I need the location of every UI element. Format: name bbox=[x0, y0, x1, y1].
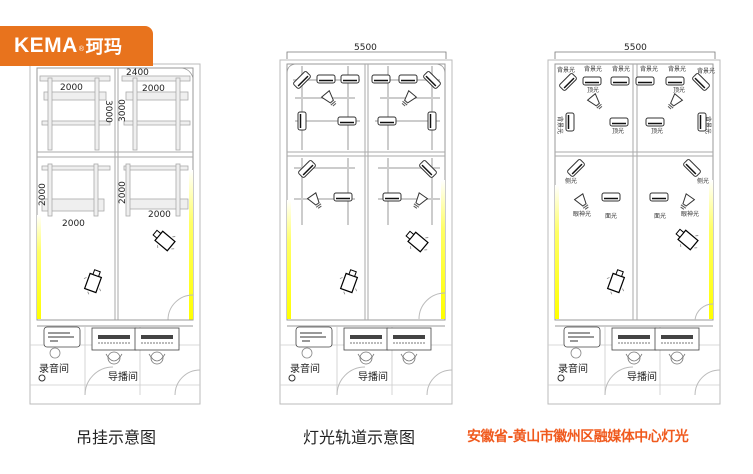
label-side-light: 侧光 bbox=[697, 177, 709, 185]
label-side-light: 侧光 bbox=[565, 177, 577, 185]
panel-lights: 5500 背景光 背景光 bbox=[547, 43, 721, 405]
dim-3000-a: 3000 bbox=[103, 100, 113, 123]
label-back-light: 背景光 bbox=[704, 116, 712, 134]
label-top-light: 顶光 bbox=[612, 127, 624, 135]
label-back-light: 背景光 bbox=[584, 65, 602, 73]
dim-5500: 5500 bbox=[624, 43, 647, 53]
label-top-light: 顶光 bbox=[587, 86, 599, 94]
caption-lights: 安徽省-黄山市徽州区融媒体中心灯光 bbox=[467, 429, 689, 445]
label-back-light: 背景光 bbox=[640, 65, 658, 73]
lights bbox=[558, 72, 711, 212]
dim-2000-d: 2000 bbox=[118, 181, 128, 204]
camera-icon bbox=[401, 225, 435, 258]
camera-icon bbox=[148, 224, 182, 257]
dim-2400: 2400 bbox=[126, 68, 149, 78]
label-eye-light: 眼神光 bbox=[573, 210, 591, 218]
caption-track: 灯光轨道示意图 bbox=[303, 428, 416, 447]
caption-hanging: 吊挂示意图 bbox=[76, 428, 157, 447]
label-back-light: 背景光 bbox=[697, 67, 715, 75]
camera-icon bbox=[671, 223, 705, 256]
dim-2000-c: 2000 bbox=[38, 183, 48, 206]
label-top-light: 顶光 bbox=[651, 127, 663, 135]
dim-2000-e: 2000 bbox=[62, 219, 85, 229]
dim-2000-b: 2000 bbox=[142, 84, 165, 94]
camera-icon bbox=[334, 266, 364, 299]
label-back-light: 背景光 bbox=[612, 65, 630, 73]
dim-line bbox=[286, 51, 447, 59]
camera-icon bbox=[78, 266, 108, 299]
room-director: 导播间 bbox=[627, 370, 657, 383]
logo-registered: ® bbox=[78, 45, 85, 53]
logo-brand: KEMA bbox=[14, 34, 78, 57]
room-director: 导播间 bbox=[358, 370, 388, 383]
lights bbox=[292, 70, 442, 211]
room-recording: 录音间 bbox=[290, 362, 320, 375]
light-strip-right bbox=[189, 170, 193, 320]
label-top-light: 顶光 bbox=[673, 86, 685, 94]
room-recording: 录音间 bbox=[39, 362, 69, 375]
label-back-light: 背景光 bbox=[556, 116, 564, 134]
dim-3000-b: 3000 bbox=[118, 99, 128, 122]
camera-icon bbox=[601, 266, 631, 299]
label-face-light: 面光 bbox=[654, 212, 666, 220]
dim-2000-a: 2000 bbox=[60, 83, 83, 93]
dim-5500: 5500 bbox=[354, 43, 377, 53]
kema-logo: KEMA®珂玛 bbox=[0, 26, 153, 66]
room-recording: 录音间 bbox=[558, 362, 588, 375]
light-strip-left bbox=[37, 215, 41, 319]
panel-hanging: 2400 2000 2000 3000 3000 2000 2000 2000 … bbox=[29, 63, 201, 405]
room-director: 导播间 bbox=[108, 370, 138, 383]
logo-cn: 珂玛 bbox=[85, 37, 123, 58]
label-back-light: 背景光 bbox=[668, 65, 686, 73]
label-face-light: 面光 bbox=[605, 212, 617, 220]
label-eye-light: 眼神光 bbox=[681, 210, 699, 218]
panel-track: 5500 bbox=[279, 43, 453, 405]
dim-2000-f: 2000 bbox=[148, 210, 171, 220]
label-back-light: 背景光 bbox=[557, 66, 575, 74]
